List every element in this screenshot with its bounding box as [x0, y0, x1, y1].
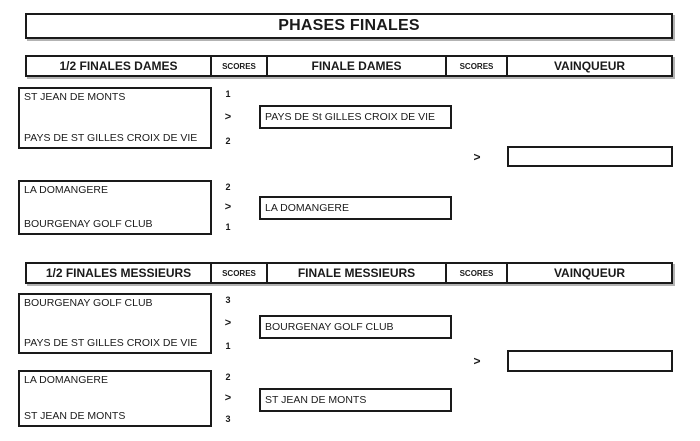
- header-scores-dames-1: SCORES: [210, 57, 266, 75]
- score-stack-messieurs-2: 2 > 3: [212, 372, 244, 424]
- semifinal-box-dames-1: ST JEAN DE MONTS PAYS DE ST GILLES CROIX…: [18, 87, 212, 149]
- team-name: ST JEAN DE MONTS: [24, 410, 126, 422]
- header-scores-messieurs-1: SCORES: [210, 264, 266, 282]
- header-vainqueur-dames: VAINQUEUR: [506, 57, 671, 75]
- team-name: LA DOMANGERE: [24, 374, 109, 386]
- header-final-dames: FINALE DAMES: [266, 57, 445, 75]
- score-value: 1: [225, 341, 231, 351]
- team-name: PAYS DE ST GILLES CROIX DE VIE: [24, 337, 198, 349]
- team-name: PAYS DE ST GILLES CROIX DE VIE: [24, 132, 198, 144]
- finalist-box-dames-1: PAYS DE St GILLES CROIX DE VIE: [259, 105, 452, 129]
- title-box: PHASES FINALES: [25, 13, 673, 39]
- winner-arrow-icon-dames: >: [473, 149, 481, 164]
- header-semifinals-messieurs: 1/2 FINALES MESSIEURS: [45, 266, 192, 280]
- advance-arrow-icon: >: [224, 111, 232, 123]
- advance-arrow-icon: >: [224, 316, 232, 329]
- team-name: BOURGENAY GOLF CLUB: [24, 297, 153, 309]
- score-value: 3: [225, 295, 231, 305]
- winner-box-dames: [507, 146, 673, 167]
- team-name: LA DOMANGERE: [24, 184, 109, 196]
- winner-box-messieurs: [507, 350, 673, 372]
- finalist-name: ST JEAN DE MONTS: [265, 394, 367, 406]
- header-scores-messieurs-2: SCORES: [445, 264, 506, 282]
- header-semifinals-dames: 1/2 FINALES DAMES: [59, 59, 178, 73]
- score-value: 2: [225, 372, 231, 382]
- finalist-box-messieurs-2: ST JEAN DE MONTS: [259, 388, 452, 412]
- finalist-box-dames-2: LA DOMANGERE: [259, 196, 452, 220]
- advance-arrow-icon: >: [224, 200, 232, 213]
- score-stack-dames-1: 1 > 2: [212, 89, 244, 146]
- team-name: ST JEAN DE MONTS: [24, 91, 126, 103]
- score-value: 1: [225, 89, 231, 99]
- advance-arrow-icon: >: [224, 391, 232, 404]
- finalist-name: BOURGENAY GOLF CLUB: [265, 321, 394, 333]
- semifinal-box-messieurs-2: LA DOMANGERE ST JEAN DE MONTS: [18, 370, 212, 427]
- score-value: 1: [225, 222, 231, 232]
- finalist-box-messieurs-1: BOURGENAY GOLF CLUB: [259, 315, 452, 339]
- finalist-name: LA DOMANGERE: [265, 202, 350, 214]
- header-scores-dames-2: SCORES: [445, 57, 506, 75]
- header-row-messieurs: 1/2 FINALES MESSIEURS SCORES FINALE MESS…: [25, 262, 673, 284]
- score-stack-messieurs-1: 3 > 1: [212, 295, 244, 351]
- header-final-messieurs: FINALE MESSIEURS: [266, 264, 445, 282]
- score-stack-dames-2: 2 > 1: [212, 182, 244, 232]
- page-title: PHASES FINALES: [278, 17, 420, 34]
- winner-arrow-icon-messieurs: >: [473, 354, 481, 368]
- finalist-name: PAYS DE St GILLES CROIX DE VIE: [265, 111, 435, 123]
- header-vainqueur-messieurs: VAINQUEUR: [506, 264, 671, 282]
- score-value: 2: [225, 182, 231, 192]
- team-name: BOURGENAY GOLF CLUB: [24, 218, 153, 230]
- semifinal-box-messieurs-1: BOURGENAY GOLF CLUB PAYS DE ST GILLES CR…: [18, 293, 212, 354]
- header-row-dames: 1/2 FINALES DAMES SCORES FINALE DAMES SC…: [25, 55, 673, 77]
- score-value: 2: [225, 136, 231, 146]
- semifinal-box-dames-2: LA DOMANGERE BOURGENAY GOLF CLUB: [18, 180, 212, 235]
- score-value: 3: [225, 414, 231, 424]
